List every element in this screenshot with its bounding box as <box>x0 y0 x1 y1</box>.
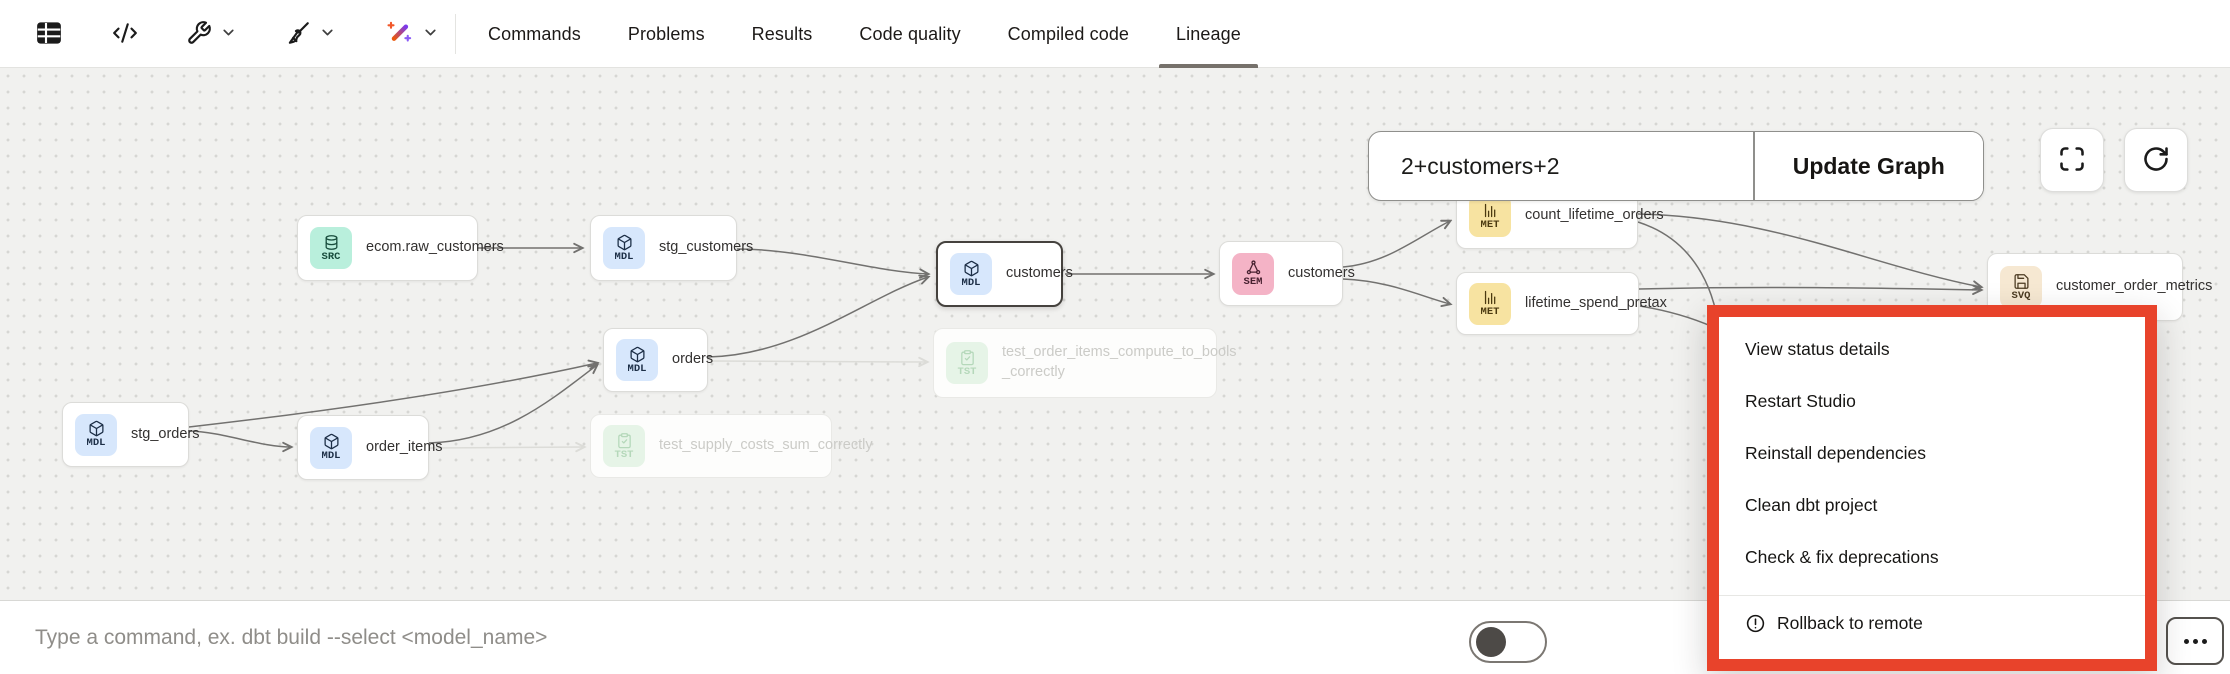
clipboard-icon: TST <box>946 342 988 384</box>
node-label: ecom.raw_customers <box>366 239 504 256</box>
tab-problems[interactable]: Problems <box>627 23 705 44</box>
node-label: count_lifetime_orders <box>1525 207 1664 224</box>
node-label: order_items <box>366 438 443 455</box>
node-label: customers <box>1288 264 1355 281</box>
code-icon <box>112 20 138 49</box>
lineage-node-test-order-items[interactable]: TST test_order_items_compute_to_bools_cor… <box>933 328 1237 398</box>
metric-icon: MET <box>1469 282 1511 325</box>
menu-item-label: View status details <box>1745 338 1890 359</box>
menu-item-label: Rollback to remote <box>1777 612 1923 633</box>
database-icon: SRC <box>310 227 352 269</box>
menu-item-clean-dbt-project[interactable]: Clean dbt project <box>1719 479 2145 531</box>
top-toolbar: Commands Problems Results Code quality Compi… <box>0 0 2230 68</box>
cube-icon: MDL <box>75 413 117 456</box>
more-options-button[interactable] <box>2166 617 2224 665</box>
cube-icon: MDL <box>950 253 992 295</box>
menu-divider <box>1719 595 2145 596</box>
build-tools-button[interactable] <box>182 16 241 53</box>
tab-results[interactable]: Results <box>751 23 813 44</box>
lineage-selector-box: Update Graph <box>1368 131 1984 201</box>
lineage-node-customers-model[interactable]: MDL customers <box>936 241 1073 307</box>
update-graph-button[interactable]: Update Graph <box>1754 132 1983 200</box>
menu-item-label: Clean dbt project <box>1745 494 1878 515</box>
warning-icon <box>1745 613 1766 634</box>
node-label: customers <box>1006 265 1073 282</box>
refresh-icon <box>2142 145 2170 176</box>
cube-icon: MDL <box>603 227 645 269</box>
lineage-node-test-supply-costs[interactable]: TST test_supply_costs_sum_correctly <box>590 414 873 478</box>
defer-toggle[interactable] <box>1469 621 1547 663</box>
tab-code-quality[interactable]: Code quality <box>859 23 961 44</box>
menu-item-reinstall-dependencies[interactable]: Reinstall dependencies <box>1719 427 2145 479</box>
node-label: stg_customers <box>659 239 754 256</box>
tab-compiled-code[interactable]: Compiled code <box>1007 23 1130 44</box>
fullscreen-button[interactable] <box>2040 128 2104 192</box>
save-icon: SVQ <box>2000 266 2042 308</box>
lineage-node-stg-customers[interactable]: MDL stg_customers <box>590 215 753 281</box>
menu-item-view-status-details[interactable]: View status details <box>1719 323 2145 375</box>
panel-tabs: Commands Problems Results Code quality Compi… <box>488 0 1258 68</box>
menu-item-label: Check & fix deprecations <box>1745 546 1939 567</box>
command-bar <box>0 600 2230 674</box>
node-label: lifetime_spend_pretax <box>1525 294 1667 311</box>
chevron-down-icon <box>319 24 336 44</box>
menu-item-check-fix-deprecations[interactable]: Check & fix deprecations <box>1719 531 2145 583</box>
selector-divider <box>1753 132 1755 200</box>
lineage-node-order-items[interactable]: MDL order_items <box>297 415 443 480</box>
cube-icon: MDL <box>310 426 352 469</box>
lineage-node-orders[interactable]: MDL orders <box>603 328 713 392</box>
ai-assist-button[interactable] <box>380 14 443 55</box>
cube-icon: MDL <box>616 339 658 381</box>
chevron-down-icon <box>220 24 237 44</box>
lineage-node-lifetime-spend-pretax[interactable]: MET lifetime_spend_pretax <box>1456 272 1667 335</box>
menu-item-restart-studio[interactable]: Restart Studio <box>1719 375 2145 427</box>
wand-icon <box>384 18 414 51</box>
lineage-node-ecom-raw-customers[interactable]: SRC ecom.raw_customers <box>297 215 504 281</box>
tab-commands[interactable]: Commands <box>488 23 581 44</box>
node-label: test_order_items_compute_to_bools_correc… <box>1002 344 1237 380</box>
broom-icon <box>285 20 311 49</box>
clean-tools-button[interactable] <box>281 16 340 53</box>
lineage-selector-input[interactable] <box>1369 132 1753 200</box>
toolbar-divider <box>455 14 456 54</box>
lineage-node-stg-orders[interactable]: MDL stg_orders <box>62 402 200 467</box>
fullscreen-icon <box>2058 145 2086 176</box>
tab-lineage[interactable]: Lineage <box>1159 0 1258 68</box>
clipboard-icon: TST <box>603 425 645 467</box>
refresh-button[interactable] <box>2124 128 2188 192</box>
toggle-knob <box>1476 627 1506 657</box>
metric-icon: MET <box>1469 195 1511 237</box>
menu-item-rollback-to-remote[interactable]: Rollback to remote <box>1719 597 2145 649</box>
toolbar-buttons <box>30 0 443 68</box>
node-label: stg_orders <box>131 425 200 442</box>
node-label: test_supply_costs_sum_correctly <box>659 437 873 454</box>
wrench-icon <box>186 20 212 49</box>
table-button[interactable] <box>30 14 68 55</box>
node-label: orders <box>672 351 714 368</box>
menu-item-label: Reinstall dependencies <box>1745 442 1926 463</box>
lineage-node-customers-semantic[interactable]: SEM customers <box>1219 241 1355 306</box>
node-label: customer_order_metrics <box>2056 278 2213 295</box>
chevron-down-icon <box>422 24 439 44</box>
code-button[interactable] <box>108 16 142 53</box>
semantic-icon: SEM <box>1232 252 1274 295</box>
command-input[interactable] <box>35 601 1335 674</box>
table-icon <box>34 18 64 51</box>
menu-item-label: Restart Studio <box>1745 390 1856 411</box>
